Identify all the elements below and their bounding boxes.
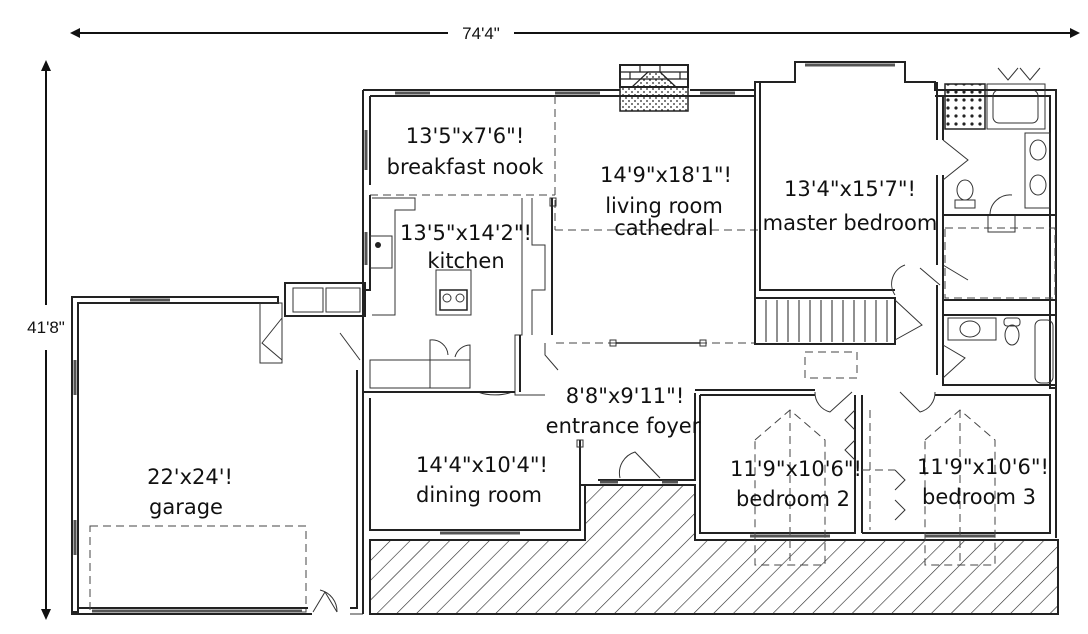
svg-text:entrance foyer: entrance foyer xyxy=(546,414,701,438)
svg-text:garage: garage xyxy=(149,495,223,519)
room-label-breakfast-nook: 13'5"x7'6"! breakfast nook xyxy=(387,124,545,179)
room-label-master-bedroom: 13'4"x15'7"! master bedroom xyxy=(763,177,938,235)
svg-text:14'4"x10'4"!: 14'4"x10'4"! xyxy=(416,453,548,477)
svg-text:kitchen: kitchen xyxy=(427,249,504,273)
svg-text:22'x24'!: 22'x24'! xyxy=(147,465,233,489)
room-label-bedroom-2: 11'9"x10'6"! bedroom 2 xyxy=(730,457,862,511)
room-label-dining-room: 14'4"x10'4"! dining room xyxy=(416,453,548,507)
room-label-kitchen: 13'5"x14'2"! kitchen xyxy=(400,221,532,273)
garage-structure xyxy=(71,282,366,615)
fireplace xyxy=(619,64,689,112)
svg-text:11'9"x10'6"!: 11'9"x10'6"! xyxy=(730,457,862,481)
svg-text:breakfast nook: breakfast nook xyxy=(387,155,545,179)
svg-text:cathedral: cathedral xyxy=(614,216,714,240)
stairs xyxy=(556,297,923,379)
foyer-walls xyxy=(363,335,696,486)
svg-text:14'9"x18'1"!: 14'9"x18'1"! xyxy=(600,163,732,187)
svg-text:13'5"x14'2"!: 13'5"x14'2"! xyxy=(400,221,532,245)
room-label-living-room: 14'9"x18'1"! living room cathedral xyxy=(600,163,732,240)
svg-text:13'5"x7'6"!: 13'5"x7'6"! xyxy=(406,124,525,148)
svg-text:bedroom 2: bedroom 2 xyxy=(736,487,850,511)
bedroom-walls xyxy=(695,389,1051,566)
dining-walls xyxy=(369,398,581,535)
room-label-bedroom-3: 11'9"x10'6"! bedroom 3 xyxy=(917,455,1049,509)
height-dimension: 41'8" xyxy=(27,60,65,620)
svg-text:living room: living room xyxy=(605,194,723,218)
svg-text:master bedroom: master bedroom xyxy=(763,211,938,235)
svg-text:11'9"x10'6"!: 11'9"x10'6"! xyxy=(917,455,1049,479)
height-label: 41'8" xyxy=(27,318,65,337)
hall-bath xyxy=(942,314,1057,386)
room-label-entrance-foyer: 8'8"x9'11"! entrance foyer xyxy=(546,384,701,438)
svg-text:bedroom 3: bedroom 3 xyxy=(922,485,1036,509)
front-porch xyxy=(369,484,1059,615)
svg-text:dining room: dining room xyxy=(416,483,542,507)
room-label-garage: 22'x24'! garage xyxy=(147,465,233,519)
svg-text:8'8"x9'11"!: 8'8"x9'11"! xyxy=(566,384,685,408)
width-dimension: 74'4" xyxy=(70,24,1080,43)
width-label: 74'4" xyxy=(462,24,500,43)
svg-text:13'4"x15'7"!: 13'4"x15'7"! xyxy=(784,177,916,201)
